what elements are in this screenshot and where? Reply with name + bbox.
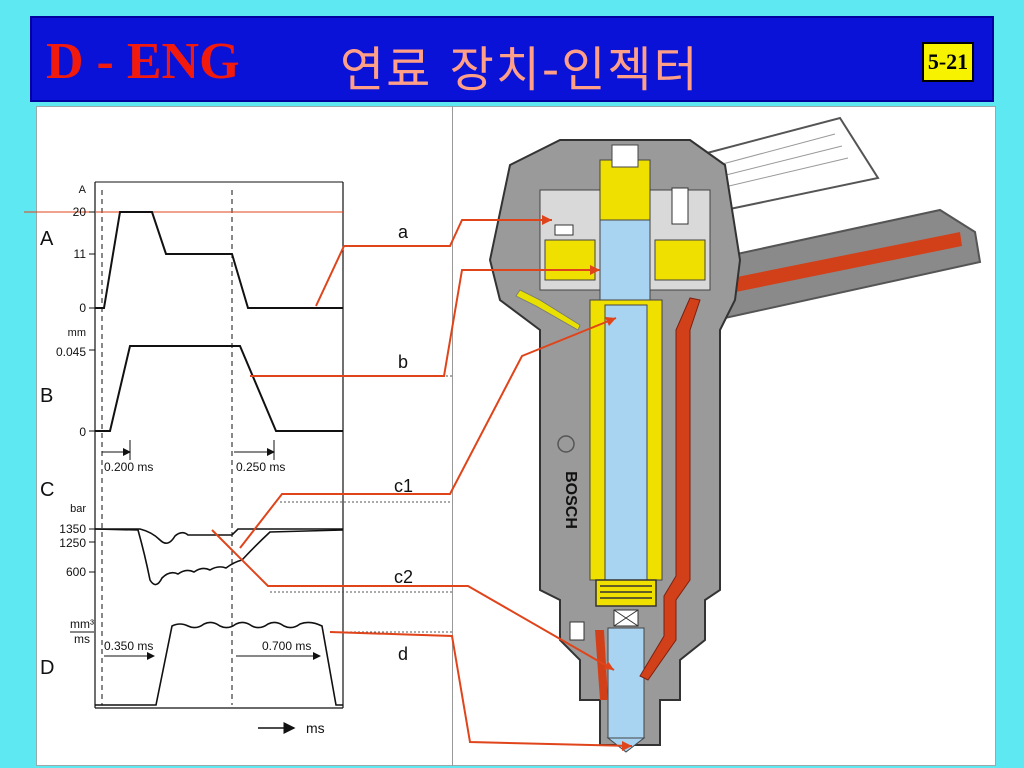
panel-b-tick-0: 0 [79, 425, 86, 439]
panel-a-tick-20: 20 [73, 205, 87, 219]
injector-brand: BOSCH [562, 471, 579, 529]
leader-b [250, 269, 600, 377]
callout-labels: a b c1 c2 d [394, 222, 413, 664]
panel-c-label: C [40, 479, 54, 501]
panel-b-unit: mm [68, 327, 86, 339]
solenoid-coil-right [654, 239, 706, 281]
dotted-guides [250, 375, 452, 633]
panel-c-tick-600: 600 [66, 565, 86, 579]
panel-c-tick-1350: 1350 [59, 522, 86, 536]
interval-0350: 0.350 ms [104, 639, 153, 653]
nozzle-needle [607, 627, 645, 739]
leader-c2 [211, 529, 615, 671]
panel-a-unit: A [79, 184, 87, 196]
title-korean: 연료 장치-인젝터 [340, 42, 700, 98]
panel-a-tick-11: 11 [74, 247, 87, 261]
plunger [604, 304, 648, 581]
panel-d-unit-bottom: ms [74, 632, 90, 646]
interval-0700: 0.700 ms [262, 639, 311, 653]
title-main: D - ENG [46, 33, 240, 90]
title-bar: D - ENG 연료 장치-인젝터 5-21 [30, 16, 994, 102]
panel-b-tick-0045: 0.045 [56, 345, 86, 359]
slide-number-badge: 5-21 [922, 42, 974, 82]
panel-c-unit: bar [70, 503, 86, 515]
pressure-waveform-lower [94, 528, 344, 586]
solenoid-coil-left [544, 239, 596, 281]
solenoid-core [599, 159, 651, 221]
callout-d: d [398, 644, 408, 664]
leader-c1 [239, 317, 617, 549]
panel-c-tick-1250: 1250 [59, 536, 86, 550]
waveform-graph: A A 20 11 0 mm 0.045 0 B 0.200 ms 0.250 … [24, 181, 344, 736]
panel-a-label: A [40, 228, 54, 250]
panel-d-label: D [40, 657, 54, 679]
needle-lift-waveform [95, 345, 343, 432]
current-waveform [95, 211, 343, 309]
panel-b-label: B [40, 385, 53, 407]
callout-b: b [398, 352, 408, 372]
callout-a: a [398, 222, 409, 242]
injection-rate-waveform [95, 621, 343, 706]
panel-d-unit-top: mm³ [70, 617, 94, 631]
panel-a-tick-0: 0 [79, 301, 86, 315]
leader-arrowheads [542, 215, 632, 751]
callout-c2: c2 [394, 567, 413, 587]
panel-divider [452, 106, 453, 766]
control-chamber [599, 219, 651, 301]
leader-d [329, 631, 633, 747]
injector-illustration: BOSCH [488, 116, 982, 753]
high-pressure-passage [639, 297, 701, 681]
nozzle-spring [595, 579, 657, 607]
leader-lines [211, 219, 633, 747]
callout-c1: c1 [394, 476, 413, 496]
pressure-waveform-upper [95, 528, 343, 544]
interval-0250: 0.250 ms [236, 460, 285, 474]
interval-0200: 0.200 ms [104, 460, 153, 474]
fuel-inlet-channel [712, 232, 962, 296]
leader-a [315, 219, 552, 307]
x-axis-unit: ms [306, 720, 325, 736]
